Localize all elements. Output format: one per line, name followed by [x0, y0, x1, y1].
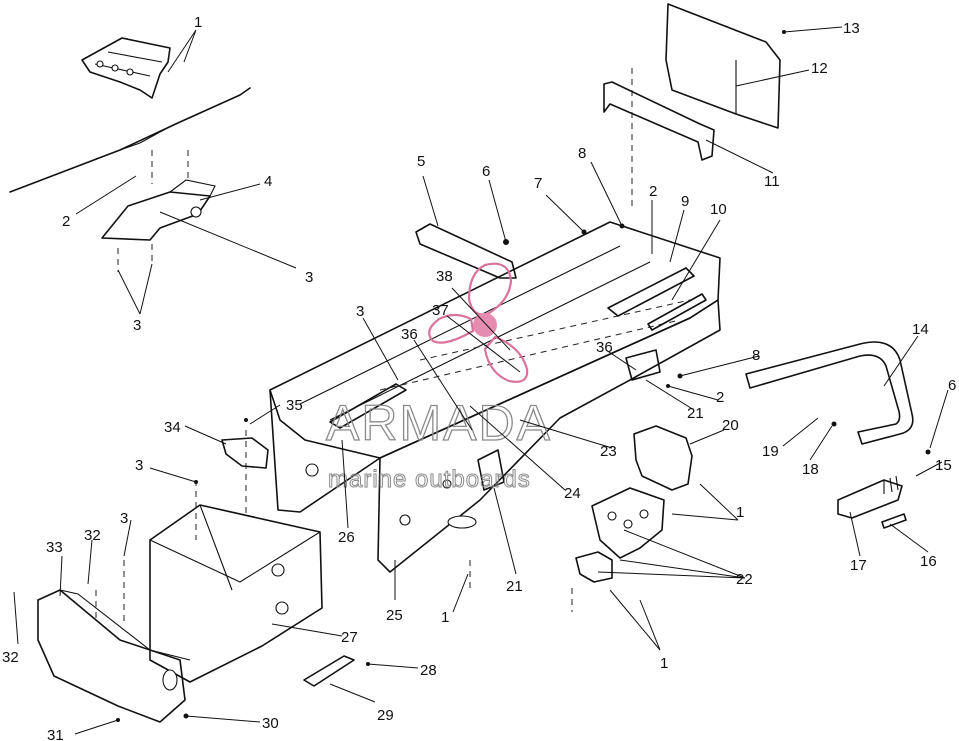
callout-14: 14 [912, 321, 929, 338]
part-17-hitch [837, 479, 903, 519]
watermark-tagline-text: marine outboards [328, 466, 531, 493]
callout-32a: 32 [2, 649, 19, 666]
part-29-bracket [303, 655, 355, 687]
part-16-pin [881, 513, 907, 529]
callout-9: 9 [681, 193, 689, 210]
callout-27: 27 [341, 629, 358, 646]
part-4-mount-plate [101, 191, 211, 241]
part-34-clip [221, 437, 269, 469]
callout-11: 11 [764, 173, 780, 190]
part-10-slider [607, 267, 695, 317]
callout-22: 22 [736, 571, 753, 588]
callout-5: 5 [417, 153, 425, 170]
callout-24: 24 [564, 485, 581, 502]
part-26-slide-rail-left [329, 383, 407, 429]
callout-1a: 1 [194, 14, 202, 31]
callout-6b: 6 [948, 377, 956, 394]
tunnel-left-side [269, 389, 381, 513]
callout-18: 18 [802, 461, 819, 478]
callout-28: 28 [420, 662, 437, 679]
callout-3b: 3 [133, 317, 141, 334]
callout-17: 17 [850, 557, 867, 574]
part-27-frame-side [149, 504, 323, 683]
callout-16: 16 [920, 553, 937, 570]
callout-8b: 8 [752, 347, 760, 364]
callout-21a: 21 [687, 405, 704, 422]
part-1-top-bracket [81, 37, 171, 99]
part-22-mount-plate [591, 487, 665, 559]
bumper-group [745, 341, 931, 529]
callout-3a: 3 [305, 269, 313, 286]
callout-15: 15 [935, 457, 952, 474]
callout-23: 23 [600, 443, 617, 460]
part-11-flap-bracket [603, 81, 715, 161]
rear-frame [37, 430, 355, 723]
top-left-subassembly [9, 37, 251, 272]
part-5-top-strip [415, 223, 517, 279]
callout-37: 37 [432, 302, 449, 319]
callout-21b: 21 [506, 578, 523, 595]
callout-2a: 2 [62, 213, 70, 230]
tunnel-right-side [377, 299, 721, 573]
callout-8a: 8 [578, 145, 586, 162]
right-lower-brackets [575, 425, 693, 583]
callout-13: 13 [843, 20, 860, 37]
callout-6a: 6 [482, 163, 490, 180]
callout-33: 33 [46, 539, 63, 556]
part-22-small-bracket [575, 551, 613, 583]
callout-32b: 32 [84, 527, 101, 544]
callout-3c: 3 [356, 303, 364, 320]
part-31-bumper-frame [37, 589, 186, 723]
part-14-rear-bumper [745, 341, 914, 445]
callout-34: 34 [164, 419, 181, 436]
part-9-strip [647, 293, 707, 331]
callout-31: 31 [47, 727, 64, 741]
watermark-logo [428, 262, 529, 383]
part-20-bracket [633, 425, 693, 491]
callout-2c: 2 [716, 389, 724, 406]
callout-36b: 36 [596, 339, 613, 356]
callout-labels: 1 1 1 1 2 2 2 3 3 3 3 3 4 5 6 6 7 8 8 9 … [2, 14, 956, 741]
rear-flap-group [603, 3, 781, 210]
callout-12: 12 [811, 60, 828, 77]
callout-29: 29 [377, 707, 394, 724]
callout-26: 26 [338, 529, 355, 546]
part-21-bracket-upper [625, 349, 661, 381]
callout-36a: 36 [401, 326, 418, 343]
part-12-snow-flap [665, 3, 781, 129]
callout-1b: 1 [736, 504, 744, 521]
callout-30: 30 [262, 715, 279, 732]
callout-10: 10 [710, 201, 727, 218]
callout-20: 20 [722, 417, 739, 434]
main-tunnel [269, 221, 721, 612]
part-21-bracket-lower [477, 449, 505, 491]
callout-38: 38 [436, 268, 453, 285]
callout-35: 35 [286, 397, 303, 414]
callout-1c: 1 [441, 609, 449, 626]
watermark: ARMADA marine outboards [325, 262, 552, 494]
callout-3d: 3 [135, 457, 143, 474]
callout-3e: 3 [120, 510, 128, 527]
callout-1d: 1 [660, 655, 668, 672]
watermark-brand-text: ARMADA [326, 395, 552, 451]
callout-19: 19 [762, 443, 779, 460]
tunnel-edge-line [9, 87, 251, 193]
callout-7: 7 [534, 175, 542, 192]
hardware-dots [116, 30, 786, 722]
callout-25: 25 [386, 607, 403, 624]
callout-2b: 2 [649, 183, 657, 200]
leader-lines [13, 26, 949, 735]
callout-4: 4 [264, 173, 272, 190]
